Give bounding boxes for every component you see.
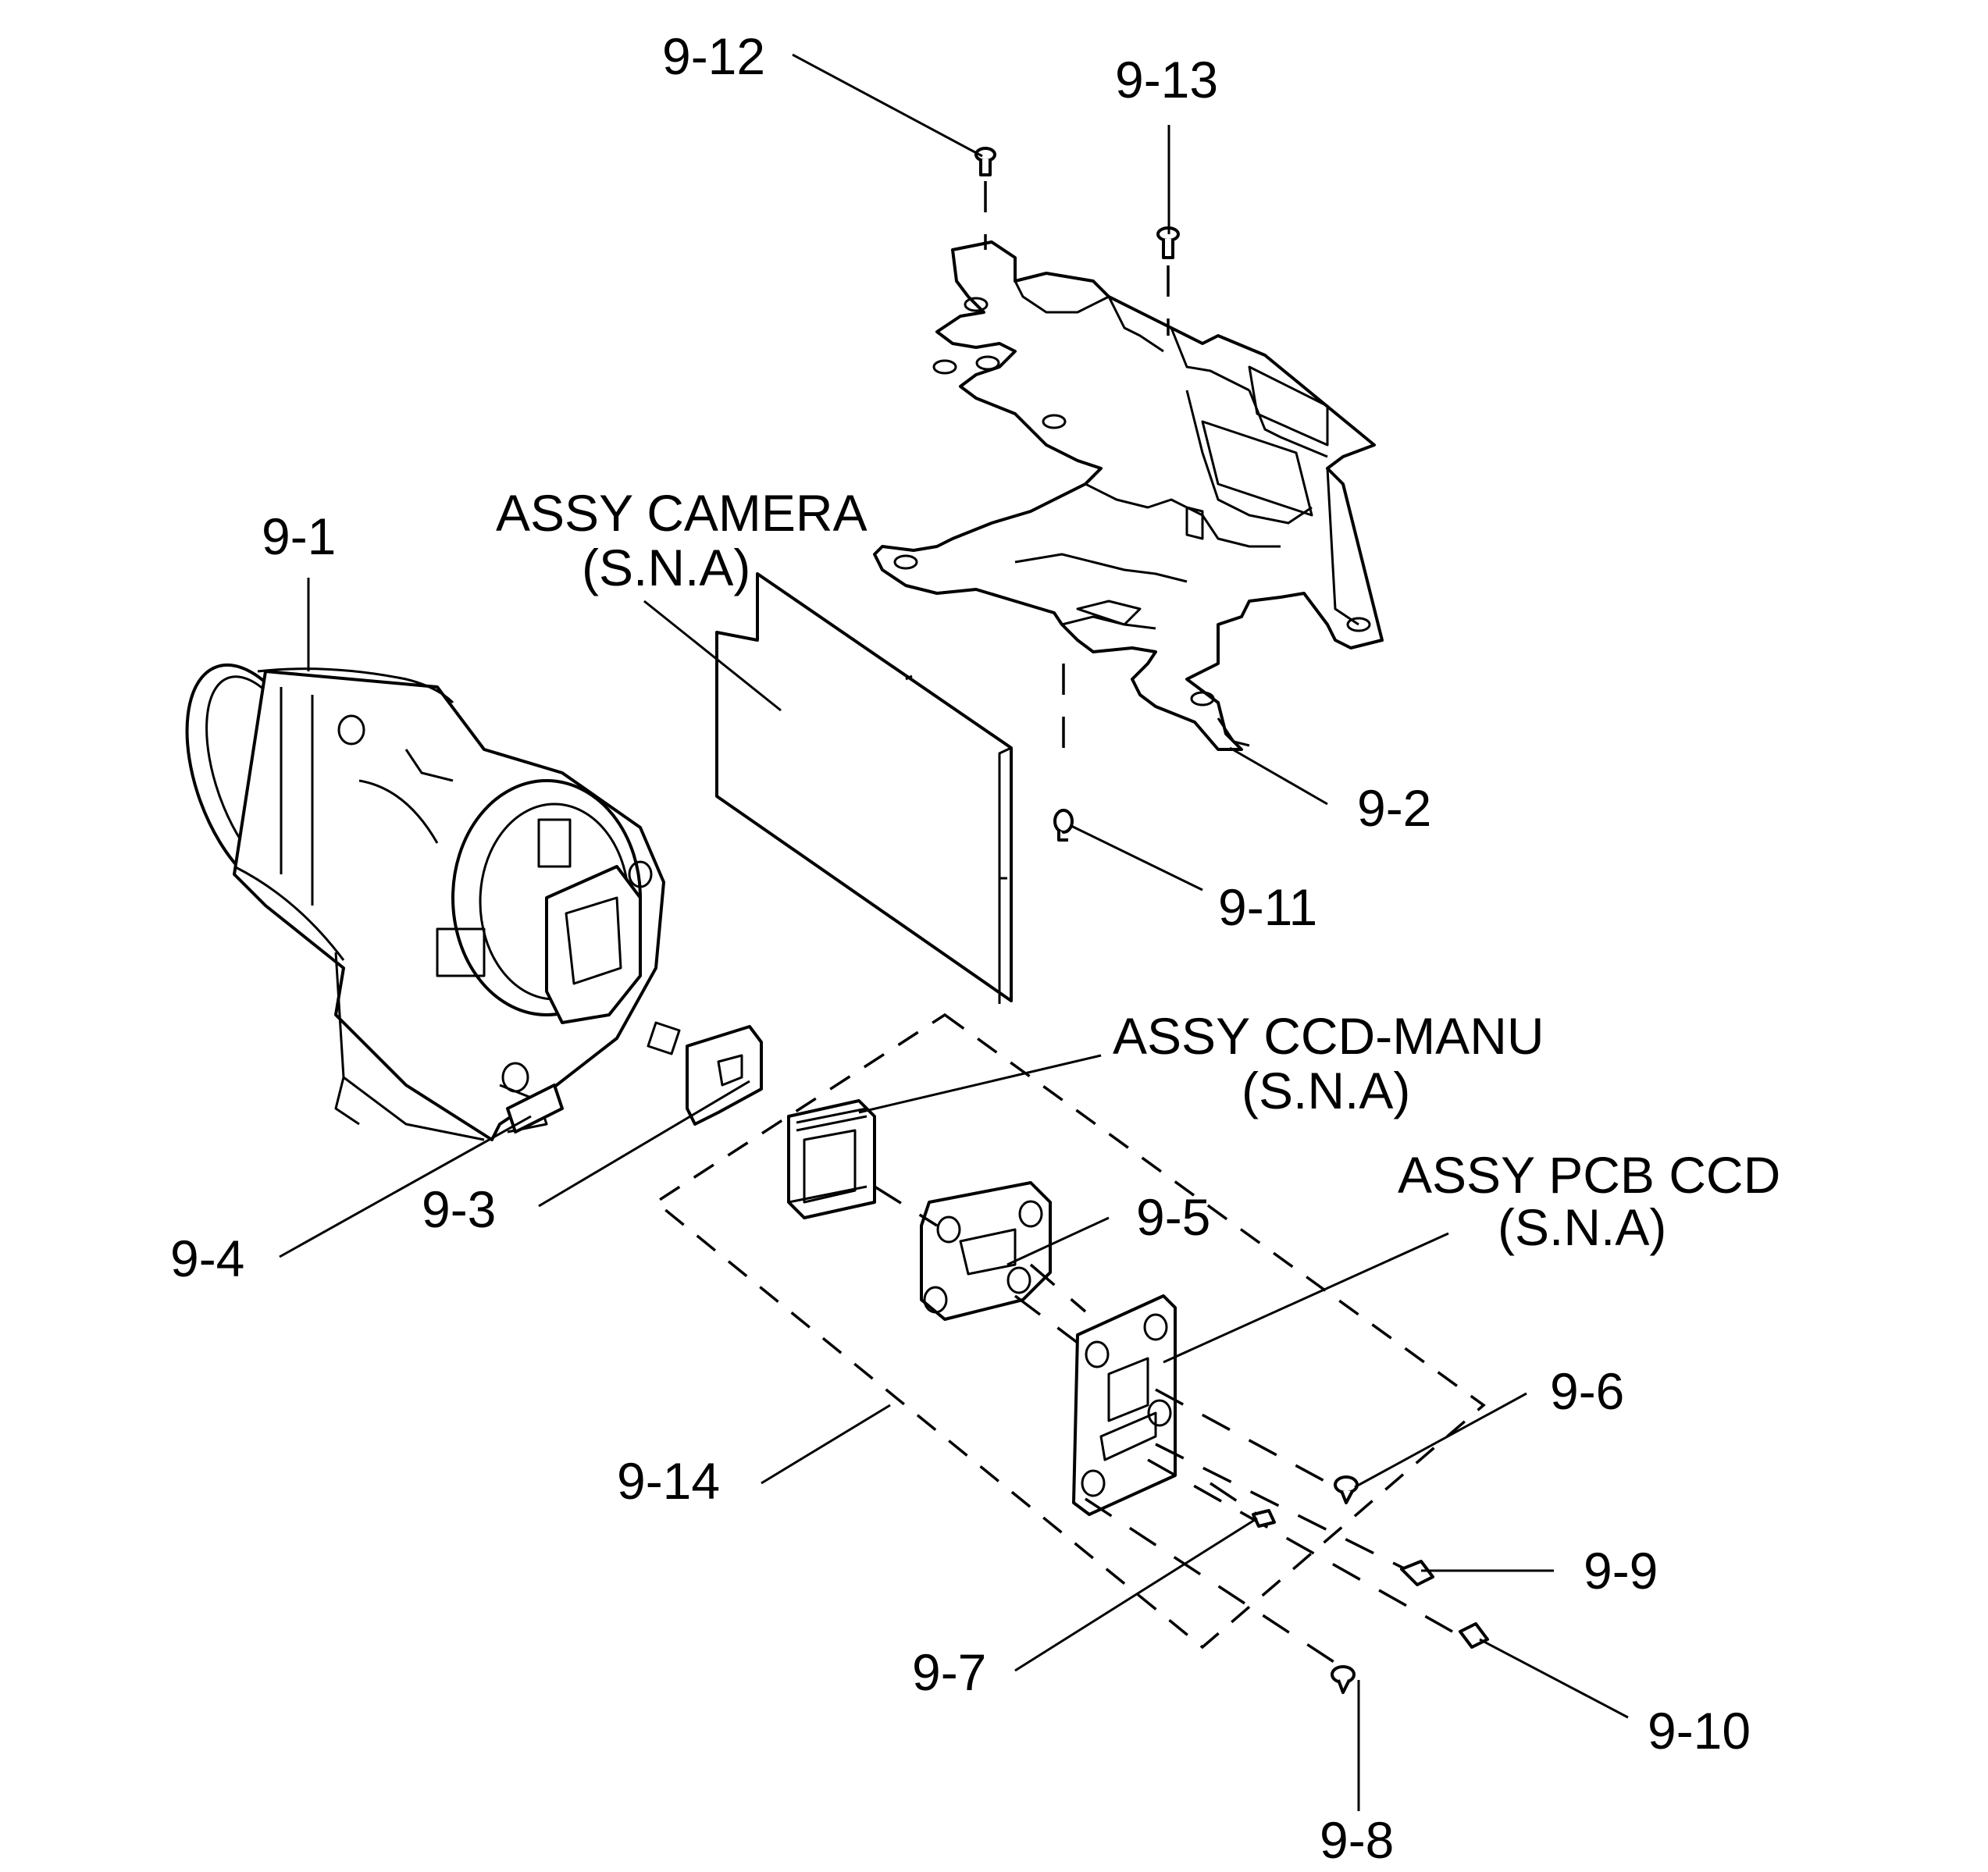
label-9-2: 9-2 bbox=[1357, 779, 1431, 837]
screw-9-9 bbox=[1400, 1560, 1434, 1586]
label-9-9: 9-9 bbox=[1584, 1542, 1658, 1600]
label-assy-pcb-ccd: ASSY PCB CCD bbox=[1398, 1146, 1780, 1204]
label-9-1: 9-1 bbox=[262, 507, 336, 565]
screw-9-13 bbox=[1156, 226, 1180, 336]
part-9-4 bbox=[506, 1084, 564, 1134]
label-assy-ccd-manu: ASSY CCD-MANU bbox=[1113, 1007, 1544, 1065]
screw-9-12 bbox=[974, 147, 996, 250]
label-9-13: 9-13 bbox=[1115, 51, 1218, 109]
leader-lines bbox=[279, 53, 1629, 1811]
label-9-7: 9-7 bbox=[912, 1643, 986, 1701]
label-9-12: 9-12 bbox=[662, 27, 765, 85]
assy-camera-panel bbox=[715, 572, 1013, 1004]
label-9-11: 9-11 bbox=[1218, 878, 1317, 936]
dashed-group-outline-9-14 bbox=[654, 1013, 1486, 1650]
part-labels: 9-12 9-13 9-1 ASSY CAMERA (S.N.A) 9-2 9-… bbox=[170, 27, 1780, 1869]
label-9-10: 9-10 bbox=[1648, 1702, 1751, 1760]
screw-9-8 bbox=[1331, 1665, 1356, 1694]
screw-9-11 bbox=[1053, 664, 1074, 842]
label-9-3: 9-3 bbox=[422, 1180, 496, 1238]
ccd-sensor bbox=[787, 1099, 876, 1219]
label-assy-pcb-ccd-sna: (S.N.A) bbox=[1498, 1198, 1666, 1256]
label-assy-ccd-manu-sna: (S.N.A) bbox=[1242, 1062, 1410, 1119]
label-9-6: 9-6 bbox=[1550, 1362, 1624, 1420]
part-9-3 bbox=[686, 1025, 763, 1126]
label-9-4: 9-4 bbox=[170, 1230, 244, 1287]
label-9-8: 9-8 bbox=[1320, 1811, 1394, 1869]
label-assy-camera: ASSY CAMERA bbox=[496, 484, 868, 542]
assembly-guide-lines bbox=[874, 1185, 1453, 1664]
ccd-holder-9-5 bbox=[920, 1181, 1052, 1321]
label-assy-camera-sna: (S.N.A) bbox=[582, 539, 750, 596]
bracket-9-2 bbox=[873, 240, 1384, 751]
label-9-14: 9-14 bbox=[617, 1452, 720, 1510]
pcb-ccd bbox=[1072, 1294, 1177, 1516]
label-9-5: 9-5 bbox=[1136, 1188, 1210, 1246]
screw-9-6 bbox=[1334, 1475, 1359, 1504]
screw-9-10 bbox=[1459, 1622, 1489, 1649]
screw-9-7 bbox=[1252, 1509, 1276, 1528]
lens-assembly-9-1 bbox=[185, 663, 681, 1141]
